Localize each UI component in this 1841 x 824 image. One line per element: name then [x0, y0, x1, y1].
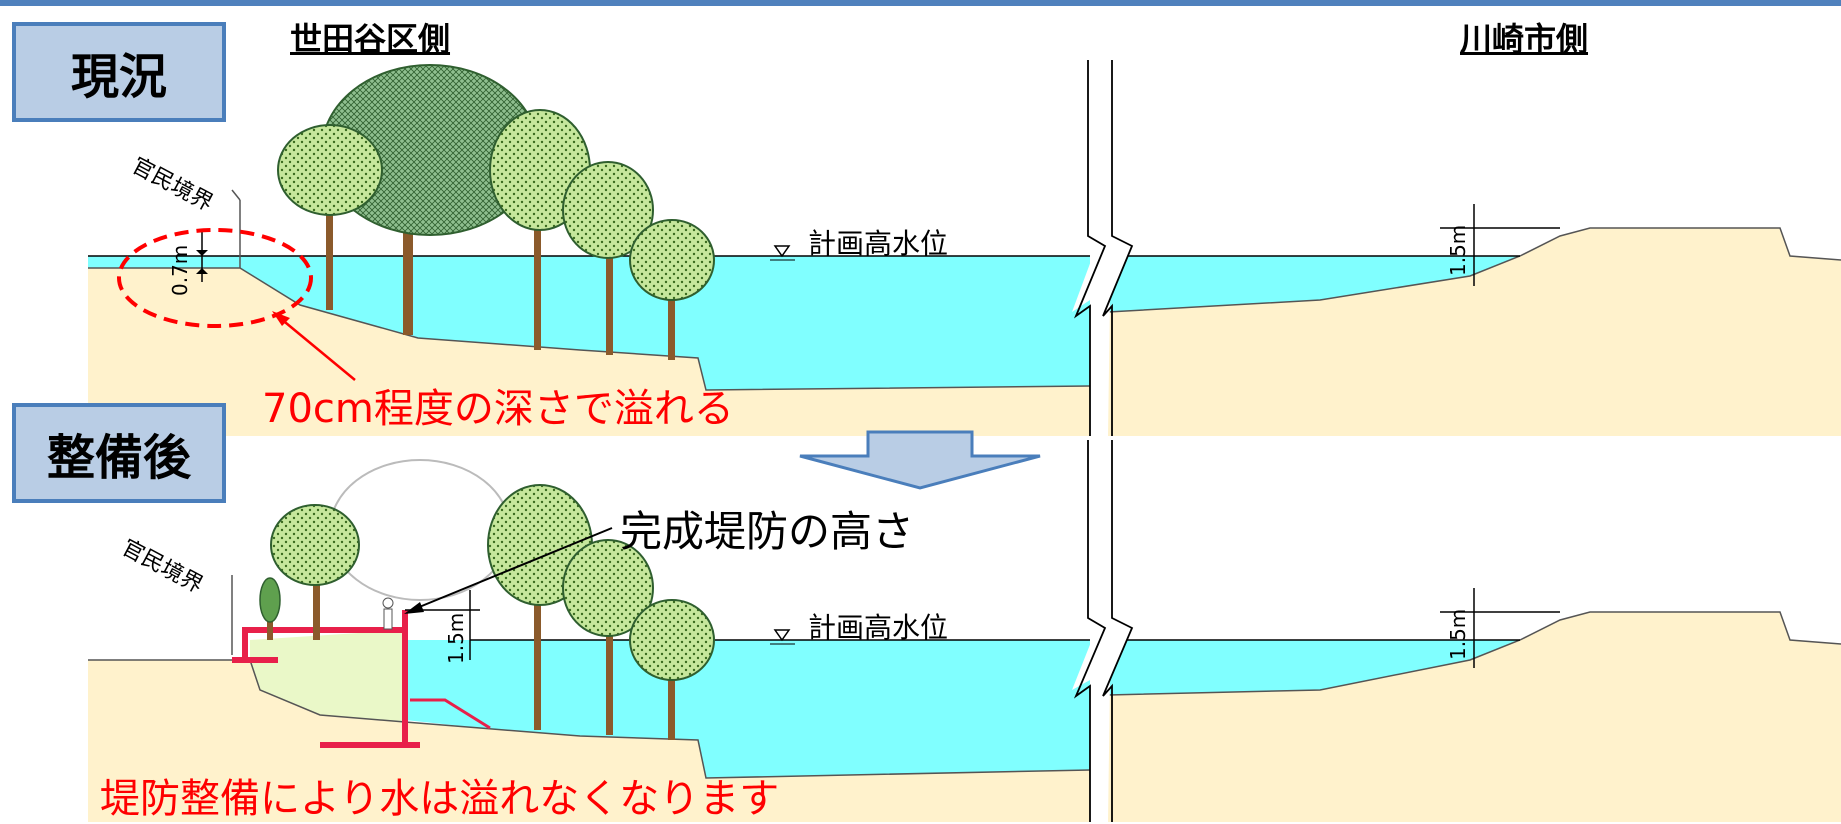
current-tag: 現況 — [12, 22, 226, 122]
overflow-highlight — [117, 228, 313, 328]
tree-icon — [270, 504, 360, 640]
freeboard-dimension-label: 1.5m — [1446, 608, 1470, 660]
tree-icon — [562, 161, 654, 355]
levee-wall — [232, 610, 491, 748]
tree-icon — [277, 124, 383, 310]
water-level-label: 計画高水位 — [808, 227, 949, 260]
water-level-triangle-icon — [773, 629, 791, 642]
levee-area — [250, 630, 405, 722]
ground-area — [88, 660, 1090, 822]
water-area — [88, 256, 1090, 390]
top-accent-line — [0, 0, 1841, 6]
ground-area — [88, 268, 1090, 436]
levee-height-label: 完成堤防の高さ — [620, 507, 915, 556]
water-area-right — [1108, 256, 1520, 312]
break-symbol — [1072, 440, 1135, 822]
overflow-note: 70cm程度の深さで溢れる — [262, 386, 734, 432]
kawasaki-header: 川崎市側 — [1460, 20, 1589, 58]
water-level-triangle-icon — [773, 245, 791, 258]
tree-icon — [629, 219, 715, 360]
improved-tag: 整備後 — [12, 403, 226, 503]
depth-dimension-label: 0.7m — [168, 244, 192, 296]
levee-freeboard-label: 1.5m — [444, 612, 468, 664]
ground-area-right — [1108, 612, 1841, 822]
tree-icon — [259, 577, 281, 640]
setagaya-header: 世田谷区側 — [290, 20, 451, 58]
water-area — [405, 640, 1090, 778]
current-section — [88, 64, 1841, 436]
tree-icon — [562, 539, 654, 735]
overflow-pointer — [279, 317, 356, 381]
improved-section — [88, 459, 1841, 822]
water-area-right — [1108, 640, 1520, 695]
freeboard-dimension-label: 1.5m — [1446, 224, 1470, 276]
arrow-down-icon — [799, 430, 1041, 490]
result-note: 堤防整備により水は溢れなくなります — [100, 776, 780, 822]
person-icon — [382, 597, 394, 630]
ground-area-right — [1108, 228, 1841, 436]
levee-height-pointer — [411, 527, 613, 611]
water-level-label: 計画高水位 — [808, 611, 949, 644]
break-symbol — [1072, 60, 1135, 436]
tree-icon — [629, 599, 715, 740]
